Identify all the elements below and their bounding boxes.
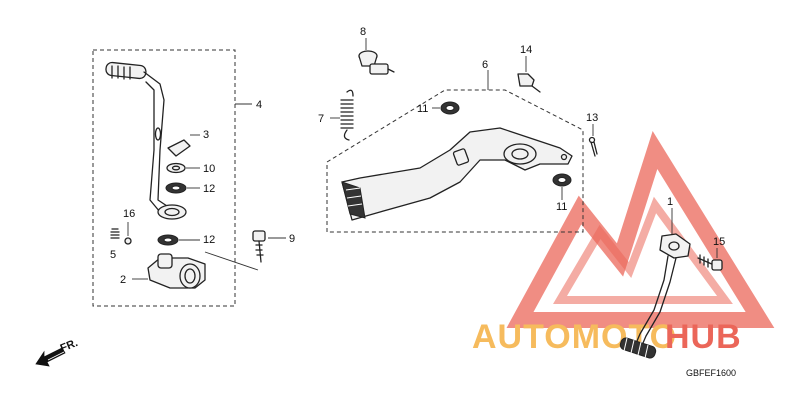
brake-pedal-group: 6 11 11 xyxy=(326,59,584,233)
callout-7: 7 xyxy=(318,113,324,125)
callout-2: 2 xyxy=(120,274,126,286)
callout-12-lower: 12 xyxy=(203,234,215,246)
watermark-logo: AUTOMOTO HUB xyxy=(472,130,775,356)
part-6-brake-pedal xyxy=(341,127,573,221)
part-7-spring xyxy=(340,89,354,141)
part-8-pivot-bolt xyxy=(358,50,395,75)
callout-9: 9 xyxy=(289,233,295,245)
callout-11-upper: 11 xyxy=(417,103,428,115)
kick-starter-group: 4 3 10 12 12 xyxy=(92,49,262,307)
callout-3: 3 xyxy=(203,129,209,141)
callout-11-lower: 11 xyxy=(556,201,567,213)
front-direction-label: FR. xyxy=(59,337,80,355)
part-9-bolt xyxy=(252,230,266,263)
callout-1: 1 xyxy=(667,196,673,208)
callout-13: 13 xyxy=(586,112,598,124)
part-13-cotter-pin xyxy=(588,136,598,157)
kick-starter-arm xyxy=(105,61,187,220)
callout-12-upper: 12 xyxy=(203,183,215,195)
part-15-bolt xyxy=(697,254,723,271)
group-4-box xyxy=(92,49,236,307)
callout-4: 4 xyxy=(256,99,262,111)
part-5-spring xyxy=(110,228,120,239)
front-direction-arrow-icon xyxy=(35,347,66,367)
group-6-box xyxy=(326,89,584,233)
part-16-ball xyxy=(124,237,132,245)
callout-8: 8 xyxy=(360,26,366,38)
callout-16: 16 xyxy=(123,208,135,220)
part-3-clip xyxy=(167,139,191,157)
diagram-code: GBFEF1600 xyxy=(686,368,736,378)
part-14-clip xyxy=(517,73,541,93)
callout-6: 6 xyxy=(482,59,488,71)
part-10-washer xyxy=(166,162,186,174)
watermark-text-hub: HUB xyxy=(665,318,742,356)
callout-14: 14 xyxy=(520,44,532,56)
part-2-kick-boss xyxy=(147,253,206,289)
callout-15: 15 xyxy=(713,236,725,248)
callout-10: 10 xyxy=(203,163,215,175)
callout-5: 5 xyxy=(110,249,116,261)
part-1-gearshift-lever xyxy=(619,233,691,359)
